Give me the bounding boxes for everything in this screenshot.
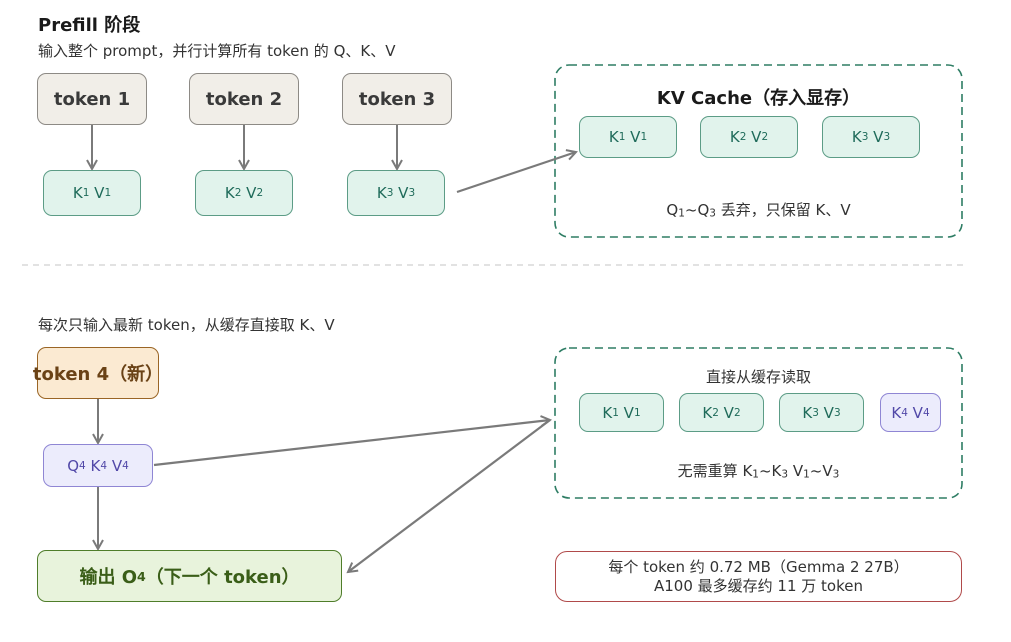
v-label: V [94, 184, 105, 202]
k-label: K [72, 184, 83, 202]
q-subscript: 4 [79, 459, 86, 472]
v-label: V [623, 403, 634, 422]
v-subscript: 3 [883, 131, 891, 143]
k-subscript: 1 [612, 406, 619, 419]
k-subscript: 3 [812, 406, 819, 419]
subscript: 1 [752, 468, 759, 481]
k-label: K [224, 184, 235, 202]
v-label: V [723, 403, 734, 422]
v-subscript: 1 [104, 187, 112, 199]
v-label: V [630, 128, 641, 146]
subscript: 3 [781, 468, 789, 481]
k-subscript: 1 [82, 187, 90, 199]
q-label: Q [697, 201, 710, 219]
k-label: K [608, 128, 619, 146]
q-subscript: 1 [678, 207, 685, 220]
note-text: ~V [809, 462, 833, 480]
v-subscript: 2 [761, 131, 769, 143]
token-box-2: token 2 [189, 73, 299, 125]
k-label: K [90, 456, 101, 475]
k-subscript: 4 [100, 459, 108, 472]
v-subscript: 4 [122, 459, 129, 472]
info-line-2: A100 最多缓存约 11 万 token [654, 576, 863, 595]
output-prefix: 输出 O [79, 567, 138, 588]
k-label: K [851, 128, 862, 146]
tilde: ~ [684, 201, 698, 219]
cache-note: Q1~Q3 丢弃，只保留 K、V [555, 199, 962, 220]
v-subscript: 2 [256, 187, 264, 199]
cache-read-title: 直接从缓存读取 [705, 368, 811, 386]
arrow-kv3-to-cache [456, 152, 576, 194]
k-subscript: 2 [712, 406, 719, 419]
token-box-3: token 3 [342, 73, 452, 125]
v-label: V [823, 403, 834, 422]
subscript: 3 [832, 468, 840, 481]
v-subscript: 3 [408, 187, 416, 199]
k-label: K [602, 403, 613, 422]
v-subscript: 3 [833, 406, 841, 419]
k-subscript: 1 [618, 131, 626, 143]
note-text: 丢弃，只保留 K、V [715, 201, 851, 219]
v-label: V [111, 456, 123, 475]
kv-cache-title: KV Cache（存入显存） [656, 88, 861, 109]
note-text: V [788, 462, 804, 480]
memory-info-box: 每个 token 约 0.72 MB（Gemma 2 27B） A100 最多缓… [555, 551, 962, 602]
q-label: Q [67, 456, 80, 475]
output-subscript: 4 [137, 568, 146, 584]
subscript: 1 [803, 468, 810, 481]
k-subscript: 3 [861, 131, 869, 143]
note-text: ~K [758, 462, 782, 480]
token-box-1: token 1 [37, 73, 147, 125]
v-label: V [873, 128, 884, 146]
k-label: K [702, 403, 713, 422]
k-label: K [729, 128, 740, 146]
k-label: K [376, 184, 387, 202]
arrow-qkv-to-cache-read [153, 420, 550, 467]
decode-subtitle: 每次只输入最新 token，从缓存直接取 K、V [38, 316, 335, 334]
output-suffix: （下一个 token） [145, 567, 300, 588]
v-label: V [398, 184, 409, 202]
v-subscript: 4 [922, 406, 930, 419]
k-subscript: 2 [739, 131, 747, 143]
q-subscript: 3 [709, 207, 716, 220]
new-token-box: token 4（新） [33, 347, 163, 399]
k-label: K [802, 403, 813, 422]
v-subscript: 2 [733, 406, 741, 419]
v-label: V [751, 128, 762, 146]
info-line-1: 每个 token 约 0.72 MB（Gemma 2 27B） [608, 557, 909, 576]
k-subscript: 2 [234, 187, 242, 199]
note-text: 无需重算 K [677, 462, 753, 480]
arrow-cache-read-to-output [348, 419, 551, 572]
v-subscript: 1 [640, 131, 648, 143]
v-label: V [912, 403, 923, 422]
q-label: Q [666, 201, 679, 219]
k-subscript: 3 [386, 187, 394, 199]
cache-read-note: 无需重算 K1~K3 V1~V3 [555, 460, 962, 481]
prefill-subtitle: 输入整个 prompt，并行计算所有 token 的 Q、K、V [38, 42, 396, 60]
k-subscript: 4 [901, 406, 908, 419]
v-label: V [246, 184, 257, 202]
cache-read-container [554, 347, 963, 499]
v-subscript: 1 [633, 406, 641, 419]
prefill-title: Prefill 阶段 [38, 15, 141, 36]
k-label: K [891, 403, 902, 422]
kv-cache-container [554, 64, 963, 238]
